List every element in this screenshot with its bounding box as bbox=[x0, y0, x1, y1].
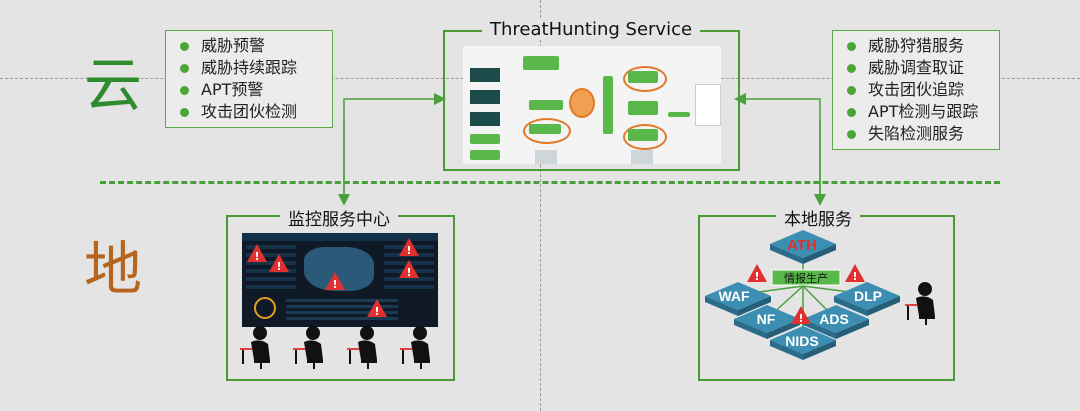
list-item: 攻击团伙检测 bbox=[180, 101, 322, 123]
ads-node bbox=[803, 305, 869, 339]
output-box bbox=[695, 84, 721, 126]
threathunting-architecture-image bbox=[463, 46, 721, 164]
operator-at-desk-icon bbox=[400, 326, 430, 369]
source-box bbox=[470, 90, 500, 104]
svg-text:!: ! bbox=[406, 266, 411, 279]
process-box bbox=[523, 56, 559, 70]
list-item: 威胁调查取证 bbox=[847, 57, 989, 79]
nf-label: NF bbox=[757, 311, 776, 327]
svg-text:!: ! bbox=[374, 305, 379, 318]
source-box bbox=[470, 134, 500, 144]
dlp-node bbox=[834, 282, 900, 316]
svg-text:!: ! bbox=[276, 260, 281, 273]
local-service-title: 本地服务 bbox=[776, 205, 860, 230]
source-box bbox=[470, 68, 500, 82]
highlight-ellipse bbox=[569, 88, 595, 118]
cloud-services-right-list: 威胁狩猎服务 威胁调查取证 攻击团伙追踪 APT检测与跟踪 失陷检测服务 bbox=[832, 30, 1000, 150]
operator-at-desk-icon bbox=[240, 326, 270, 369]
list-item: 威胁持续跟踪 bbox=[180, 57, 322, 79]
process-box bbox=[628, 71, 658, 83]
vertical-guide-line bbox=[540, 0, 541, 411]
ath-label: ATH bbox=[787, 237, 817, 254]
intel-production-bar bbox=[771, 269, 841, 286]
list-item: APT预警 bbox=[180, 79, 322, 101]
list-item: 失陷检测服务 bbox=[847, 123, 989, 145]
warning-icon: ! bbox=[399, 238, 419, 257]
cloud-label: 云 bbox=[84, 51, 143, 119]
bullet-icon bbox=[847, 129, 856, 139]
process-box bbox=[529, 100, 563, 110]
list-item: 威胁狩猎服务 bbox=[847, 35, 989, 57]
cloud-local-separator bbox=[100, 181, 1000, 184]
cloud-services-left-list: 威胁预警 威胁持续跟踪 APT预警 攻击团伙检测 bbox=[165, 30, 333, 128]
bullet-icon bbox=[847, 41, 856, 51]
bullet-icon bbox=[847, 107, 856, 117]
nids-label: NIDS bbox=[785, 333, 818, 349]
warning-icon: ! bbox=[367, 299, 387, 318]
list-item: 攻击团伙追踪 bbox=[847, 79, 989, 101]
threathunting-title: ThreatHunting Service bbox=[482, 19, 701, 40]
process-box bbox=[603, 76, 613, 134]
warning-icon: ! bbox=[269, 254, 289, 273]
svg-text:!: ! bbox=[406, 244, 411, 257]
dashboard-gauge bbox=[254, 297, 276, 319]
warning-icon: ! bbox=[399, 260, 419, 279]
process-box bbox=[529, 124, 561, 134]
cluster-image bbox=[535, 150, 557, 164]
dashboard-header-bar bbox=[242, 233, 438, 241]
ads-label: ADS bbox=[819, 311, 849, 327]
source-box bbox=[470, 112, 500, 126]
bullet-icon bbox=[847, 63, 856, 73]
threathunting-frame: ThreatHunting Service bbox=[443, 19, 740, 171]
svg-text:!: ! bbox=[754, 270, 759, 283]
operator-at-desk-icon bbox=[347, 326, 377, 369]
dlp-label: DLP bbox=[854, 288, 882, 304]
bullet-icon bbox=[180, 107, 189, 117]
warning-icon: ! bbox=[791, 306, 811, 325]
operator-at-desk-icon bbox=[293, 326, 323, 369]
svg-text:!: ! bbox=[254, 250, 259, 263]
bullet-icon bbox=[180, 85, 189, 95]
highlight-ellipse bbox=[623, 124, 667, 150]
source-box bbox=[470, 150, 500, 160]
bullet-icon bbox=[847, 85, 856, 95]
svg-text:!: ! bbox=[852, 270, 857, 283]
waf-label: WAF bbox=[718, 288, 750, 304]
waf-node bbox=[705, 282, 771, 316]
local-label: 地 bbox=[84, 235, 143, 303]
process-box bbox=[668, 112, 690, 117]
warning-icon: ! bbox=[325, 272, 345, 291]
bullet-icon bbox=[180, 63, 189, 73]
svg-text:!: ! bbox=[332, 278, 337, 291]
warning-icon: ! bbox=[747, 264, 767, 283]
cluster-image bbox=[631, 150, 653, 164]
process-box bbox=[628, 129, 658, 141]
nids-node bbox=[770, 326, 836, 360]
ath-node bbox=[770, 230, 836, 264]
warning-icon: ! bbox=[247, 244, 267, 263]
highlight-ellipse bbox=[523, 118, 571, 144]
local-service-frame: 本地服务 bbox=[698, 205, 955, 381]
warning-icon: ! bbox=[845, 264, 865, 283]
list-item: 威胁预警 bbox=[180, 35, 322, 57]
bullet-icon bbox=[180, 41, 189, 51]
operator-at-desk-icon bbox=[905, 282, 935, 325]
highlight-ellipse bbox=[623, 66, 667, 92]
process-box bbox=[628, 101, 658, 115]
intel-production-label: 情报生产 bbox=[784, 271, 828, 285]
list-item: APT检测与跟踪 bbox=[847, 101, 989, 123]
monitor-center-title: 监控服务中心 bbox=[280, 205, 398, 230]
svg-text:!: ! bbox=[798, 312, 803, 325]
